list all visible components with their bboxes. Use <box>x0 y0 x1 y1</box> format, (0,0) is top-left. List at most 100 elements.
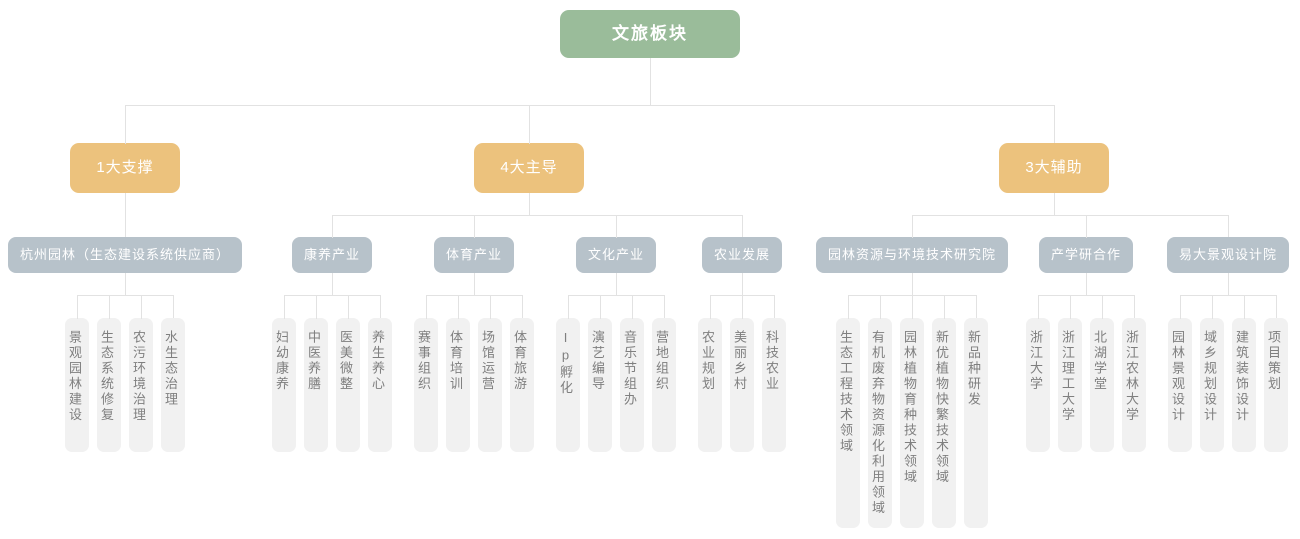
leaf-row: 妇幼康养 中医养膳 医美微整 养生养心 <box>268 273 396 452</box>
leaf-column: 营地组织 <box>648 295 680 452</box>
leaf-column: 农污环境治理 <box>124 295 158 452</box>
category-group-design-institute: 易大景观设计院 园林景观设计 域乡规划设计 建筑装饰设计 项目策划 <box>1157 215 1299 528</box>
leaf-node: 浙江农林大学 <box>1122 318 1147 452</box>
leaf-node: 北湖学堂 <box>1090 318 1115 452</box>
leaf-column: 有机废弃物资源化利用领域 <box>864 295 897 528</box>
leaf-node: 有机废弃物资源化利用领域 <box>868 318 892 528</box>
leaf-node: 科技农业 <box>762 318 786 452</box>
leaf-column: 浙江大学 <box>1022 295 1056 452</box>
category-node-hangzhou-garden: 杭州园林（生态建设系统供应商） <box>7 237 242 273</box>
leaf-column: 园林景观设计 <box>1164 295 1198 452</box>
category-group-industry-academia: 产学研合作 浙江大学 浙江理工大学 北湖学堂 浙江农林大学 <box>1015 215 1159 528</box>
leaf-column: 园林植物育种技术领域 <box>896 295 929 528</box>
leaf-node: Ip孵化 <box>556 318 580 452</box>
leaf-node: 项目策划 <box>1264 318 1289 452</box>
leaf-row: 农业规划 美丽乡村 科技农业 <box>694 273 790 452</box>
leaf-column: 美丽乡村 <box>726 295 759 452</box>
leaf-node: 水生态治理 <box>160 318 185 452</box>
leaf-column: 北湖学堂 <box>1086 295 1120 452</box>
leaf-row: 园林景观设计 域乡规划设计 建筑装饰设计 项目策划 <box>1164 273 1292 452</box>
leaf-column: 新优植物快繁技术领域 <box>928 295 961 528</box>
leaf-node: 营地组织 <box>652 318 676 452</box>
leaf-node: 赛事组织 <box>414 318 438 452</box>
category-node-design-institute: 易大景观设计院 <box>1167 237 1290 273</box>
leaf-node: 新品种研发 <box>964 318 988 528</box>
leaf-node: 场馆运营 <box>478 318 502 452</box>
leaf-column: 域乡规划设计 <box>1196 295 1230 452</box>
category-group-hangzhou-garden: 杭州园林（生态建设系统供应商） 景观园林建设 生态系统修复 农污环境治理 水生态… <box>1 215 249 452</box>
category-node-sports: 体育产业 <box>433 237 514 273</box>
leaf-column: 养生养心 <box>364 295 396 452</box>
leaf-node: 域乡规划设计 <box>1200 318 1225 452</box>
leaf-node: 生态系统修复 <box>96 318 121 452</box>
leaf-column: 建筑装饰设计 <box>1228 295 1262 452</box>
leaf-column: 水生态治理 <box>156 295 189 452</box>
leaf-column: 演艺编导 <box>584 295 617 452</box>
category-group-sports: 体育产业 赛事组织 体育培训 场馆运营 体育旅游 <box>403 215 546 452</box>
leaf-node: 浙江理工大学 <box>1058 318 1083 452</box>
leaf-column: 赛事组织 <box>410 295 443 452</box>
leaf-node: 园林景观设计 <box>1168 318 1193 452</box>
leaf-node: 养生养心 <box>368 318 392 452</box>
leaf-node: 园林植物育种技术领域 <box>900 318 924 528</box>
leaf-node: 建筑装饰设计 <box>1232 318 1257 452</box>
leaf-node: 新优植物快繁技术领域 <box>932 318 956 528</box>
leaf-column: 农业规划 <box>694 295 727 452</box>
branch-row: 1大支撑 杭州园林（生态建设系统供应商） 景观园林建设 生态系统修复 农污环境治… <box>0 58 1300 528</box>
category-node-wellness: 康养产业 <box>291 237 372 273</box>
leaf-column: 中医养膳 <box>300 295 333 452</box>
leaf-row: 赛事组织 体育培训 场馆运营 体育旅游 <box>410 273 538 452</box>
category-group-agriculture: 农业发展 农业规划 美丽乡村 科技农业 <box>687 215 797 452</box>
leaf-node: 农污环境治理 <box>128 318 153 452</box>
branch-group-leading: 4大主导 康养产业 妇幼康养 中医养膳 医美微整 养生养心 体育产业 <box>255 105 804 528</box>
leaf-node: 演艺编导 <box>588 318 612 452</box>
leaf-node: 体育旅游 <box>510 318 534 452</box>
leaf-row: 浙江大学 浙江理工大学 北湖学堂 浙江农林大学 <box>1022 273 1150 452</box>
leaf-node: 体育培训 <box>446 318 470 452</box>
leaf-column: 体育旅游 <box>506 295 538 452</box>
branch-node-support: 1大支撑 <box>70 143 180 193</box>
category-node-industry-academia: 产学研合作 <box>1039 237 1134 273</box>
leaf-column: 景观园林建设 <box>61 295 94 452</box>
leaf-column: 医美微整 <box>332 295 365 452</box>
leaf-column: 音乐节组办 <box>616 295 649 452</box>
leaf-column: 生态工程技术领域 <box>832 295 865 528</box>
category-row: 杭州园林（生态建设系统供应商） 景观园林建设 生态系统修复 农污环境治理 水生态… <box>1 193 249 452</box>
leaf-node: 景观园林建设 <box>64 318 89 452</box>
category-node-culture: 文化产业 <box>575 237 656 273</box>
category-row: 园林资源与环境技术研究院 生态工程技术领域 有机废弃物资源化利用领域 园林植物育… <box>809 193 1299 528</box>
leaf-node: 音乐节组办 <box>620 318 644 452</box>
leaf-node: 医美微整 <box>336 318 360 452</box>
leaf-node: 妇幼康养 <box>272 318 296 452</box>
leaf-node: 浙江大学 <box>1026 318 1051 452</box>
leaf-column: 体育培训 <box>442 295 475 452</box>
category-row: 康养产业 妇幼康养 中医养膳 医美微整 养生养心 体育产业 赛事组织 体育培训 <box>261 193 797 452</box>
branch-group-auxiliary: 3大辅助 园林资源与环境技术研究院 生态工程技术领域 有机废弃物资源化利用领域 … <box>803 105 1300 528</box>
branch-node-auxiliary: 3大辅助 <box>999 143 1109 193</box>
leaf-column: Ip孵化 <box>552 295 585 452</box>
leaf-column: 浙江理工大学 <box>1054 295 1088 452</box>
category-group-wellness: 康养产业 妇幼康养 中医养膳 医美微整 养生养心 <box>261 215 404 452</box>
leaf-column: 妇幼康养 <box>268 295 301 452</box>
leaf-row: 景观园林建设 生态系统修复 农污环境治理 水生态治理 <box>61 273 189 452</box>
leaf-row: 生态工程技术领域 有机废弃物资源化利用领域 园林植物育种技术领域 新优植物快繁技… <box>832 273 992 528</box>
root-node: 文旅板块 <box>560 10 740 58</box>
category-group-research-institute: 园林资源与环境技术研究院 生态工程技术领域 有机废弃物资源化利用领域 园林植物育… <box>809 215 1017 528</box>
leaf-column: 新品种研发 <box>960 295 992 528</box>
leaf-node: 中医养膳 <box>304 318 328 452</box>
leaf-column: 场馆运营 <box>474 295 507 452</box>
leaf-node: 美丽乡村 <box>730 318 754 452</box>
leaf-column: 浙江农林大学 <box>1118 295 1150 452</box>
org-chart-tree: 文旅板块 1大支撑 杭州园林（生态建设系统供应商） 景观园林建设 生态系统修复 … <box>0 10 1300 528</box>
leaf-row: Ip孵化 演艺编导 音乐节组办 营地组织 <box>552 273 680 452</box>
leaf-node: 农业规划 <box>698 318 722 452</box>
leaf-column: 科技农业 <box>758 295 790 452</box>
branch-group-support: 1大支撑 杭州园林（生态建设系统供应商） 景观园林建设 生态系统修复 农污环境治… <box>0 105 257 528</box>
category-group-culture: 文化产业 Ip孵化 演艺编导 音乐节组办 营地组织 <box>545 215 688 452</box>
category-node-research-institute: 园林资源与环境技术研究院 <box>816 237 1009 273</box>
branch-node-leading: 4大主导 <box>474 143 584 193</box>
leaf-node: 生态工程技术领域 <box>836 318 860 528</box>
leaf-column: 项目策划 <box>1260 295 1292 452</box>
leaf-column: 生态系统修复 <box>92 295 126 452</box>
